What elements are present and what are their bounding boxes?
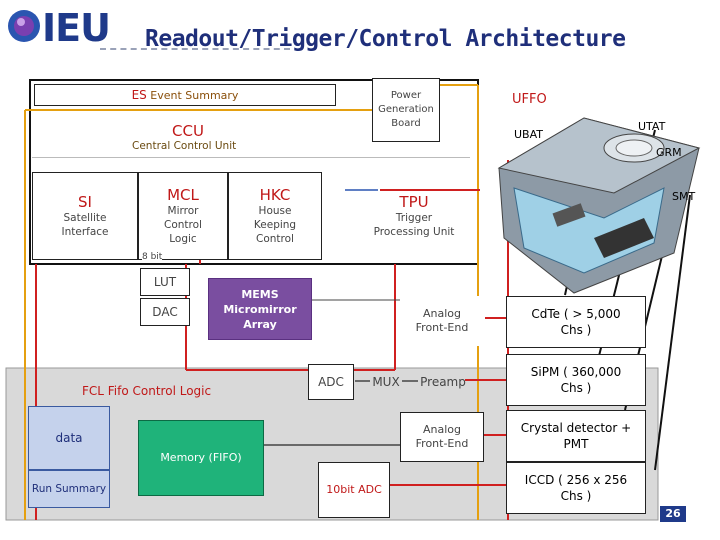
- page-title: Readout/Trigger/Control Architecture: [145, 26, 626, 52]
- dac-box[interactable]: DAC: [140, 298, 190, 326]
- title-underline: [100, 48, 290, 50]
- ccu-divider: [32, 157, 470, 158]
- adc10-label: 10bit ADC: [326, 483, 382, 496]
- mux-label: MUX: [372, 375, 400, 389]
- ufffo-telescope-image: [497, 117, 701, 294]
- power-board-label: Power Generation Board: [378, 90, 434, 129]
- detector-sipm-label: SiPM ( 360,000 Chs ): [530, 365, 622, 395]
- detector-sipm[interactable]: SiPM ( 360,000 Chs ): [506, 354, 646, 406]
- mems-micromirror-box[interactable]: MEMS Micromirror Array: [208, 278, 312, 340]
- analog-front-end-bottom[interactable]: Analog Front-End: [400, 412, 484, 462]
- page-number-badge: 26: [660, 506, 686, 522]
- tpu-subtitle: Trigger Processing Unit: [373, 212, 455, 238]
- detector-crystal-pmt[interactable]: Crystal detector + PMT: [506, 410, 646, 462]
- smt-label: SMT: [672, 190, 696, 203]
- logo-text: IEU: [42, 6, 111, 50]
- detector-crystal-label: Crystal detector + PMT: [520, 421, 632, 451]
- mems-label: MEMS Micromirror Array: [223, 287, 297, 331]
- detector-iccd[interactable]: ICCD ( 256 x 256 Chs ): [506, 462, 646, 514]
- hkc-subtitle: House Keeping Control: [253, 205, 297, 245]
- si-subtitle: Satellite Interface: [61, 212, 109, 238]
- analog-fe-1-label: Analog Front-End: [415, 307, 469, 334]
- tpu-title: TPU: [399, 193, 429, 211]
- si-box[interactable]: SI Satellite Interface: [32, 172, 138, 260]
- bus-width-note: 8 bit: [142, 252, 163, 262]
- utat-label: UTAT: [638, 120, 666, 133]
- logo-emblem: [6, 8, 42, 44]
- si-title: SI: [78, 193, 92, 211]
- dac-label: DAC: [152, 305, 178, 319]
- data-label: data: [55, 431, 83, 445]
- es-event-summary-box[interactable]: ES Event Summary: [34, 84, 336, 106]
- analog-front-end-top[interactable]: Analog Front-End: [400, 296, 484, 346]
- logo-globe-icon: [8, 10, 40, 42]
- run-summary-box[interactable]: Run Summary: [28, 470, 110, 508]
- tpu-box[interactable]: TPU Trigger Processing Unit: [360, 172, 468, 260]
- ufffo-title: UFFO: [512, 92, 547, 107]
- analog-fe-2-label: Analog Front-End: [415, 423, 469, 450]
- hkc-box[interactable]: HKC House Keeping Control: [228, 172, 322, 260]
- fcl-title: FCL Fifo Control Logic: [82, 384, 212, 398]
- memory-label: Memory (FIFO): [160, 451, 242, 464]
- detector-cdte[interactable]: CdTe ( > 5,000 Chs ): [506, 296, 646, 348]
- hkc-title: HKC: [259, 186, 291, 204]
- run-summary-label: Run Summary: [31, 483, 107, 495]
- ccu-title: CCU: [172, 122, 204, 140]
- ccu-subtitle: Central Control Unit: [132, 140, 237, 152]
- lut-box[interactable]: LUT: [140, 268, 190, 296]
- mcl-title: MCL: [167, 186, 199, 204]
- mcl-box[interactable]: MCL Mirror Control Logic: [138, 172, 228, 260]
- grm-label: GRM: [656, 146, 682, 159]
- es-label-rest: Event Summary: [150, 89, 239, 102]
- adc-box[interactable]: ADC: [308, 364, 354, 400]
- preamp-box[interactable]: Preamp: [418, 364, 468, 400]
- mux-box[interactable]: MUX: [370, 368, 402, 396]
- mcl-subtitle: Mirror Control Logic: [164, 205, 202, 245]
- lut-label: LUT: [153, 275, 177, 289]
- adc-10bit-box[interactable]: 10bit ADC: [318, 462, 390, 518]
- detector-iccd-label: ICCD ( 256 x 256 Chs ): [524, 473, 628, 503]
- power-generation-board[interactable]: Power Generation Board: [372, 78, 440, 142]
- preamp-label: Preamp: [420, 375, 466, 389]
- es-label-prefix: ES: [131, 88, 147, 102]
- adc-label: ADC: [318, 375, 344, 389]
- detector-cdte-label: CdTe ( > 5,000 Chs ): [531, 307, 621, 337]
- memory-fifo-box[interactable]: Memory (FIFO): [138, 420, 264, 496]
- data-box[interactable]: data: [28, 406, 110, 470]
- ubat-label: UBAT: [514, 128, 543, 141]
